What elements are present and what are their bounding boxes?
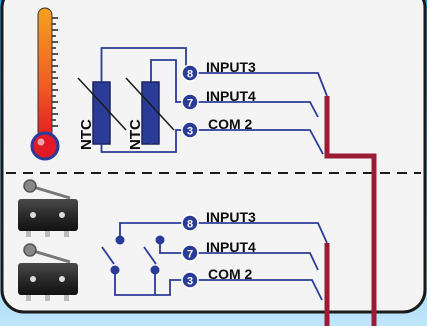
terminal-label-com2: COM 2: [208, 266, 253, 282]
ntc-sensor-2: [125, 77, 175, 145]
terminal-number: 8: [187, 69, 193, 81]
terminal-top-3: 3: [181, 121, 199, 139]
microswitch-icon: [18, 243, 78, 301]
terminal-label-input3: INPUT3: [206, 59, 256, 75]
terminal-number: 7: [187, 98, 193, 110]
ntc-label-2: NTC: [127, 119, 144, 150]
terminal-label-input3: INPUT3: [206, 209, 256, 225]
terminal-number: 3: [187, 126, 193, 138]
terminal-top-7: 7: [181, 93, 199, 111]
terminal-top-8: 8: [181, 64, 199, 82]
thermometer-icon: [30, 7, 60, 161]
switch-contacts: [110, 235, 165, 275]
terminal-number: 7: [187, 249, 193, 261]
terminal-label-com2: COM 2: [208, 116, 253, 132]
terminal-label-input4: INPUT4: [206, 88, 256, 104]
terminal-number: 3: [187, 276, 193, 288]
cable: [324, 96, 377, 326]
terminal-label-input4: INPUT4: [206, 239, 256, 255]
terminal-bottom-8: 8: [181, 214, 199, 232]
microswitch-icon: [18, 179, 78, 237]
terminal-number: 8: [187, 219, 193, 231]
ntc-wiring: [100, 47, 328, 155]
ntc-sensor-1: [77, 77, 127, 145]
ntc-label-1: NTC: [78, 119, 95, 150]
terminal-bottom-7: 7: [181, 244, 199, 262]
terminal-bottom-3: 3: [181, 271, 199, 289]
